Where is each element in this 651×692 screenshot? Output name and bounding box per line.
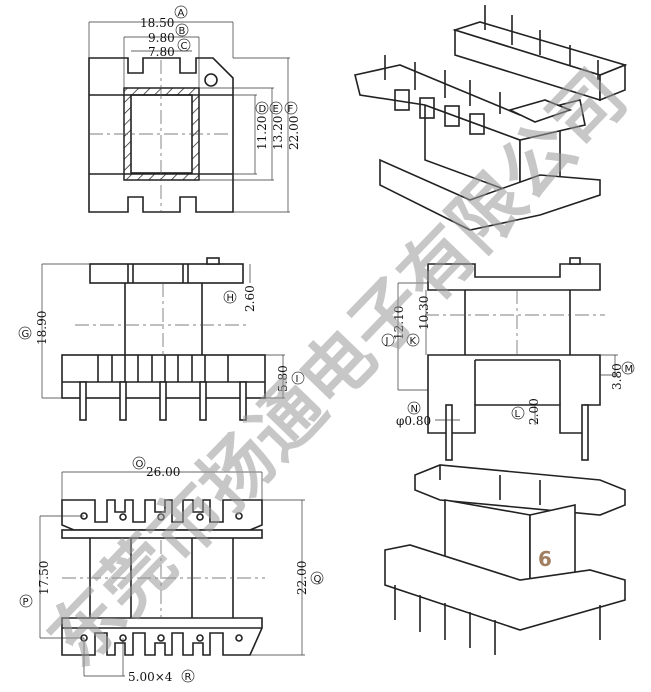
dim-e-value: 13.20 [271, 116, 285, 150]
dim-m-value: 3.80 [610, 363, 624, 390]
label-o: O [136, 459, 144, 470]
isometric-view-top [354, 5, 628, 231]
label-a: A [178, 8, 185, 19]
label-q: Q [314, 574, 322, 585]
label-m: M [625, 364, 634, 375]
label-j: J [385, 336, 389, 347]
dim-n-value: φ0.80 [396, 414, 431, 428]
side-view: G 18.90 H 2.60 5.80 I [18, 257, 305, 421]
label-n: N [411, 404, 418, 415]
dim-q-value: 22.00 [295, 561, 309, 595]
label-p: P [23, 597, 29, 608]
dim-d-value: 11.20 [255, 116, 269, 150]
dim-f-value: 22.00 [287, 116, 301, 150]
label-g: G [22, 329, 30, 340]
bottom-view: O 26.00 P 17.50 22.00 Q 5.00×4 R [19, 456, 324, 684]
dim-p-value: 17.50 [37, 561, 51, 595]
dim-h-value: 2.60 [243, 285, 257, 312]
label-f: F [288, 104, 294, 115]
label-r: R [185, 672, 192, 683]
top-view: 18.50 A 9.80 B 7.80 C D E F 11.20 13.20 … [88, 5, 301, 213]
dim-i-value: 5.80 [276, 365, 290, 392]
dim-b-value: 9.80 [148, 31, 175, 45]
dim-o-value: 26.00 [146, 465, 180, 479]
label-d: D [259, 104, 267, 115]
label-l: L [515, 409, 521, 420]
label-c: C [181, 41, 188, 52]
page-number: 6 [538, 547, 552, 571]
dim-r-value: 5.00×4 [128, 670, 173, 684]
dim-k-value: 10.30 [417, 296, 431, 330]
label-b: B [179, 26, 186, 37]
front-view: J 12.10 K 10.30 3.80 M L 2.00 N φ0.80 [381, 257, 635, 461]
dim-g-value: 18.90 [35, 311, 49, 345]
isometric-view-bottom: 6 [384, 464, 626, 655]
label-h: H [227, 293, 235, 304]
label-i: I [296, 374, 299, 385]
label-e: E [273, 104, 279, 115]
dim-j-value: 12.10 [392, 306, 406, 340]
dim-l-value: 2.00 [527, 398, 541, 425]
label-k: K [410, 336, 417, 347]
dim-a-value: 18.50 [140, 16, 174, 30]
dim-c-value: 7.80 [148, 45, 175, 59]
